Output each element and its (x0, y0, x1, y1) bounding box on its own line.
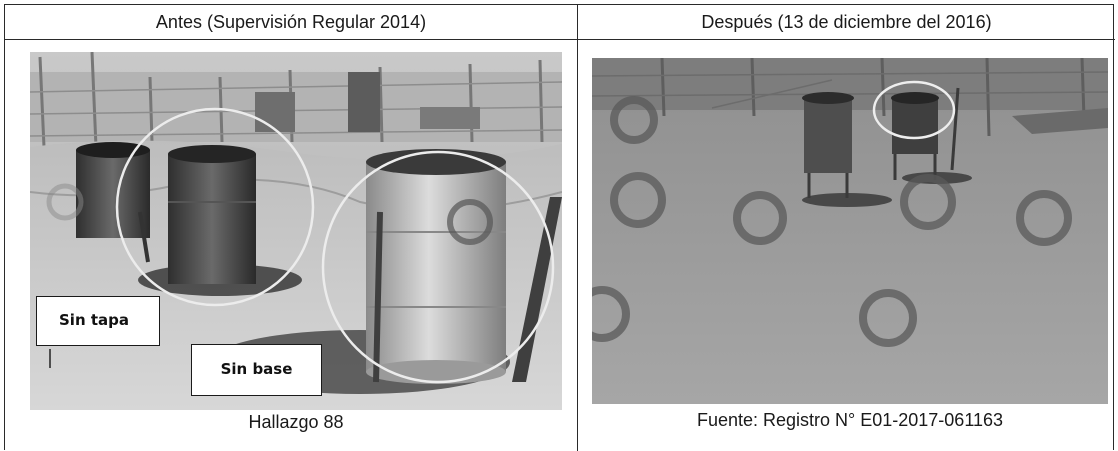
sin-base-label: Sin base (191, 344, 322, 396)
header-after: Después (13 de diciembre del 2016) (701, 12, 992, 32)
after-photo-caption: Fuente: Registro N° E01-2017-061163 (696, 410, 1004, 430)
sin-tapa-label: Sin tapa (36, 296, 160, 346)
after-photo-illustration (592, 58, 1108, 404)
header-before: Antes (Supervisión Regular 2014) (155, 12, 427, 32)
after-photo (592, 58, 1108, 404)
column-divider (577, 5, 578, 451)
before-photo-caption: Hallazgo 88 (248, 412, 344, 432)
header-divider (5, 39, 1115, 40)
